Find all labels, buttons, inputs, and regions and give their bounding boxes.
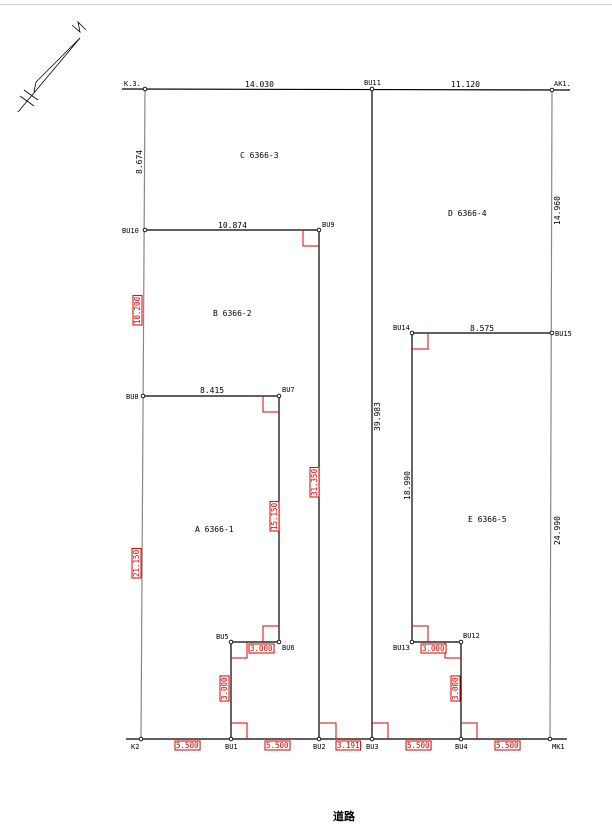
- label-ak1: AK1.: [554, 80, 571, 88]
- red-dist-bu9-bu2: 31.350: [310, 468, 319, 496]
- red-label-box: [219, 675, 230, 702]
- label-bu12: BU12: [463, 632, 480, 640]
- red-label-box: [405, 740, 432, 751]
- dist-k3-bu11: 14.030: [245, 80, 274, 89]
- point-bu9: [316, 227, 322, 233]
- point-bu6: [276, 639, 282, 645]
- red-dist-bu1-bu2: 5.500: [266, 741, 289, 750]
- point-bu2: [316, 736, 322, 742]
- red-dist-bu5-bu6: 3.000: [250, 644, 273, 653]
- red-label-box: [420, 643, 447, 654]
- point-bu3: [369, 736, 375, 742]
- red-dist-bu2-bu3: 3.191: [337, 741, 360, 750]
- north-arrow-icon: [17, 20, 87, 113]
- label-bu9: BU9: [322, 221, 335, 229]
- point-k2: [138, 736, 144, 742]
- dist-bu14-bu15: 8.575: [470, 324, 494, 333]
- boundary-lines: [121, 88, 571, 740]
- parcel-e: E 6366-5: [468, 515, 507, 524]
- dist-bu14-bu13: 18.990: [403, 471, 412, 500]
- label-bu1: BU1: [225, 743, 238, 751]
- label-mk1: MK1: [552, 743, 565, 751]
- label-bu7: BU7: [282, 386, 295, 394]
- label-bu8: BU8: [126, 393, 139, 401]
- red-label-box: [248, 643, 275, 654]
- red-dist-bu3-bu4: 5.500: [407, 741, 430, 750]
- label-k3: K.3.: [124, 80, 141, 88]
- red-label-box: [132, 294, 143, 326]
- label-bu15: BU15: [555, 330, 572, 338]
- label-bu5: BU5: [216, 633, 229, 641]
- point-bu4: [458, 736, 464, 742]
- label-bu11: BU11: [364, 79, 381, 87]
- red-label-box: [264, 740, 291, 751]
- label-bu14: BU14: [393, 324, 410, 332]
- red-label-box: [494, 740, 521, 751]
- red-label-box: [174, 740, 201, 751]
- label-bu6: BU6: [282, 644, 295, 652]
- point-bu10: [142, 227, 148, 233]
- point-k3: [142, 86, 148, 92]
- point-bu5: [228, 639, 234, 645]
- point-bu7: [276, 393, 282, 399]
- label-bu3: BU3: [366, 743, 379, 751]
- red-dist-bu5-bu1: 3.000: [220, 677, 229, 700]
- dist-k3-bu10: 8.674: [135, 150, 144, 174]
- label-bu10: BU10: [122, 227, 139, 235]
- survey-points: [138, 86, 555, 742]
- point-bu1: [228, 736, 234, 742]
- window-top-border: [0, 0, 612, 5]
- red-label-box: [335, 740, 362, 751]
- dist-bu15-mk1: 24.990: [553, 516, 562, 545]
- point-labels: K.3. BU11 AK1. BU10 BU9 BU8 BU7 BU5 BU6 …: [122, 79, 572, 751]
- red-dist-bu7-bu6: 15.150: [270, 502, 279, 530]
- parcel-b: B 6366-2: [213, 309, 252, 318]
- red-label-box: [309, 466, 320, 498]
- label-k2: K2: [131, 743, 139, 751]
- point-bu11: [369, 86, 375, 92]
- red-dist-bu8-k2: 21.150: [132, 549, 141, 577]
- north-label-glyph: [71, 20, 87, 34]
- dist-ak1-bu15: 14.960: [553, 196, 562, 225]
- red-label-box: [269, 500, 280, 532]
- point-bu14: [409, 330, 415, 336]
- parcel-c: C 6366-3: [240, 151, 279, 160]
- point-mk1: [547, 736, 553, 742]
- point-bu13: [409, 639, 415, 645]
- point-bu12: [458, 639, 464, 645]
- label-bu13: BU13: [393, 644, 410, 652]
- road-label: 道路: [333, 809, 356, 823]
- red-dist-bu10-bu8: 10.200: [133, 296, 142, 324]
- label-bu4: BU4: [455, 743, 468, 751]
- dist-bu11-bu3: 39.983: [373, 402, 382, 431]
- dist-bu10-bu9: 10.874: [218, 221, 247, 230]
- red-dist-k2-bu1: 5.500: [176, 741, 199, 750]
- point-ak1: [549, 87, 555, 93]
- point-bu8: [140, 393, 146, 399]
- red-dist-bu4-mk1: 5.500: [496, 741, 519, 750]
- parcel-a: A 6366-1: [195, 525, 234, 534]
- red-dist-bu13-bu12: 3.000: [422, 644, 445, 653]
- label-bu2: BU2: [313, 743, 326, 751]
- dist-bu8-bu7: 8.415: [200, 386, 224, 395]
- red-distance-labels: 10.200 21.150 15.150 31.350 3.000 3.000 …: [131, 294, 521, 751]
- red-label-box: [131, 547, 142, 579]
- red-dist-bu12-bu4: 3.000: [451, 677, 460, 700]
- distance-labels: 14.030 11.120 8.674 10.874 8.415 39.983 …: [135, 80, 562, 545]
- red-label-box: [450, 675, 461, 702]
- dist-bu11-ak1: 11.120: [451, 80, 480, 89]
- parcel-labels: C 6366-3 D 6366-4 B 6366-2 A 6366-1 E 63…: [195, 151, 507, 534]
- right-angle-marks: [231, 230, 478, 739]
- parcel-d: D 6366-4: [448, 209, 487, 218]
- point-bu15: [549, 330, 555, 336]
